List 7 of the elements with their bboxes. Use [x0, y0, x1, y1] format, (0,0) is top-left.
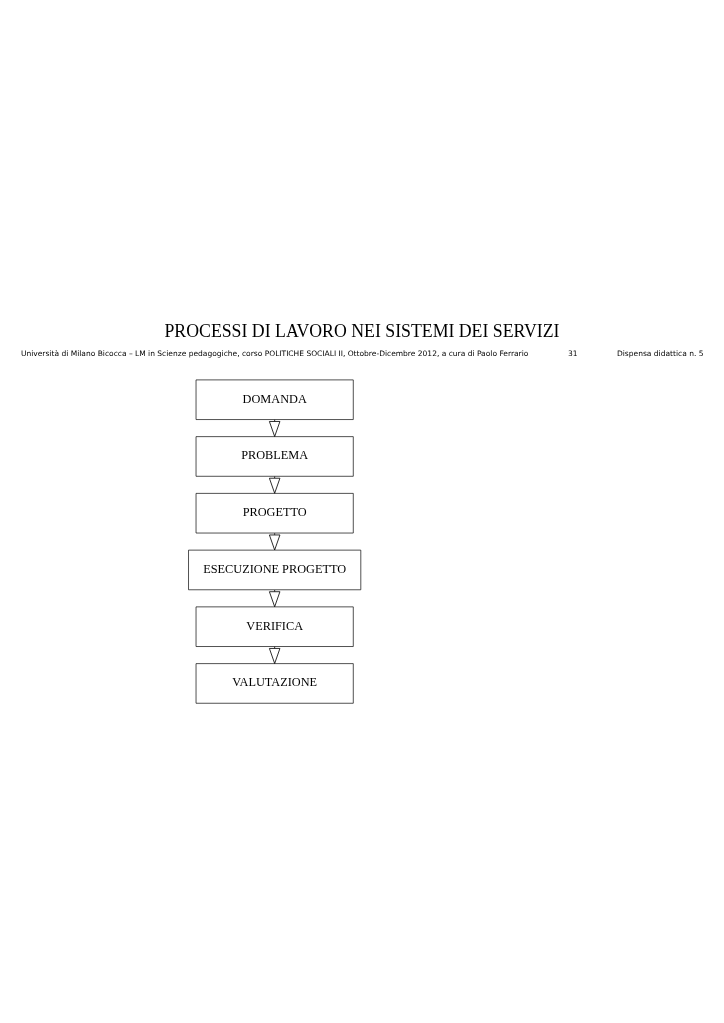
- arrow: [269, 419, 281, 437]
- node-box: VALUTAZIONE: [195, 663, 354, 704]
- arrow: [269, 476, 281, 494]
- arrow: [269, 532, 281, 551]
- arrow: [269, 646, 281, 664]
- diagram-title: PROCESSI DI LAVORO NEI SISTEMI DEI SERVIZI: [164, 320, 560, 341]
- arrow: [269, 589, 281, 608]
